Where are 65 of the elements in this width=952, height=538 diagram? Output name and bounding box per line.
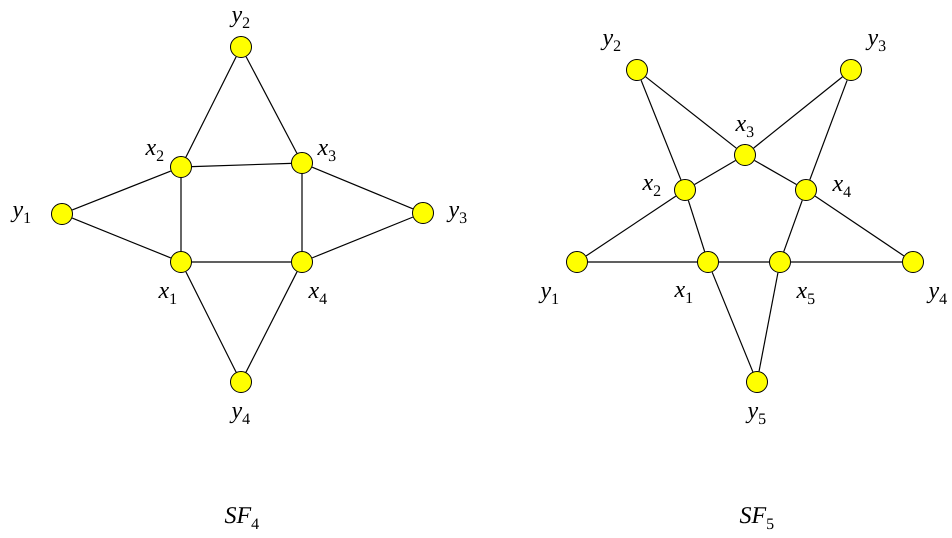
vertex-circle: [769, 251, 791, 273]
edge-line: [688, 200, 706, 252]
vertex-circle: [795, 179, 817, 201]
edge-line: [246, 56, 298, 154]
vertex-circle: [170, 156, 192, 178]
edge-line: [753, 76, 843, 149]
vertex-label: x$_{1}$: [674, 278, 694, 306]
vertex-label: y$_{4}$: [232, 398, 250, 428]
vertex-label: x$_{2}$: [642, 170, 662, 200]
vertex-circle: [230, 371, 252, 393]
edge-line: [72, 170, 171, 211]
vertex-label: y$_{4}$: [928, 278, 948, 308]
edge-line: [185, 272, 237, 372]
edge-line: [754, 160, 797, 186]
edge-line: [192, 162, 292, 168]
edge-line: [586, 196, 676, 256]
vertex-circle: [230, 36, 252, 58]
vertex-circle: [291, 152, 313, 174]
edge-line: [640, 80, 682, 180]
edge-line: [245, 272, 298, 372]
edge-line: [809, 80, 848, 180]
edge-line: [719, 261, 769, 263]
edge-line: [712, 272, 754, 372]
vertex-label: x$_{3}$: [318, 136, 336, 164]
vertex-circle: [170, 251, 192, 273]
vertex-circle: [746, 371, 768, 393]
edge-line: [645, 76, 737, 149]
edge-line: [783, 200, 803, 252]
vertex-label: x$_{5}$: [796, 278, 816, 308]
vertex-label: x$_{2}$: [146, 136, 164, 164]
edge-line: [185, 56, 237, 158]
edge-line: [180, 178, 182, 251]
edge-line: [72, 218, 172, 258]
edge-line: [301, 174, 303, 251]
graph-caption: SF$_{4}$: [224, 504, 260, 532]
vertex-label: x$_{3}$: [736, 112, 754, 140]
vertex-circle: [566, 251, 588, 273]
graph-caption: SF$_{5}$: [740, 504, 774, 532]
edge-line: [312, 216, 414, 258]
edge-line: [588, 261, 697, 263]
edge-line: [791, 261, 902, 263]
vertex-label: y$_{3}$: [448, 198, 468, 226]
vertex-label: y$_{2}$: [602, 26, 622, 54]
edge-line: [312, 166, 414, 210]
edge-line: [758, 272, 779, 372]
vertex-label: y$_{1}$: [540, 278, 560, 308]
vertex-label: y$_{1}$: [12, 198, 32, 226]
vertex-circle: [51, 203, 73, 225]
vertex-label: x$_{4}$: [308, 278, 328, 308]
vertex-label: x$_{4}$: [832, 172, 852, 200]
edge-line: [814, 196, 904, 256]
vertex-circle: [734, 144, 756, 166]
vertex-circle: [674, 179, 696, 201]
vertex-label: y$_{3}$: [868, 26, 886, 54]
vertex-circle: [697, 251, 719, 273]
edge-line: [694, 160, 736, 185]
edge-line: [192, 261, 291, 263]
vertex-label: y$_{5}$: [748, 398, 766, 428]
vertex-circle: [626, 59, 648, 81]
vertex-circle: [291, 251, 313, 273]
vertex-circle: [412, 202, 434, 224]
vertex-label: y$_{2}$: [232, 2, 250, 32]
vertex-circle: [840, 59, 862, 81]
vertex-circle: [902, 251, 924, 273]
vertex-label: x$_{1}$: [158, 278, 178, 308]
